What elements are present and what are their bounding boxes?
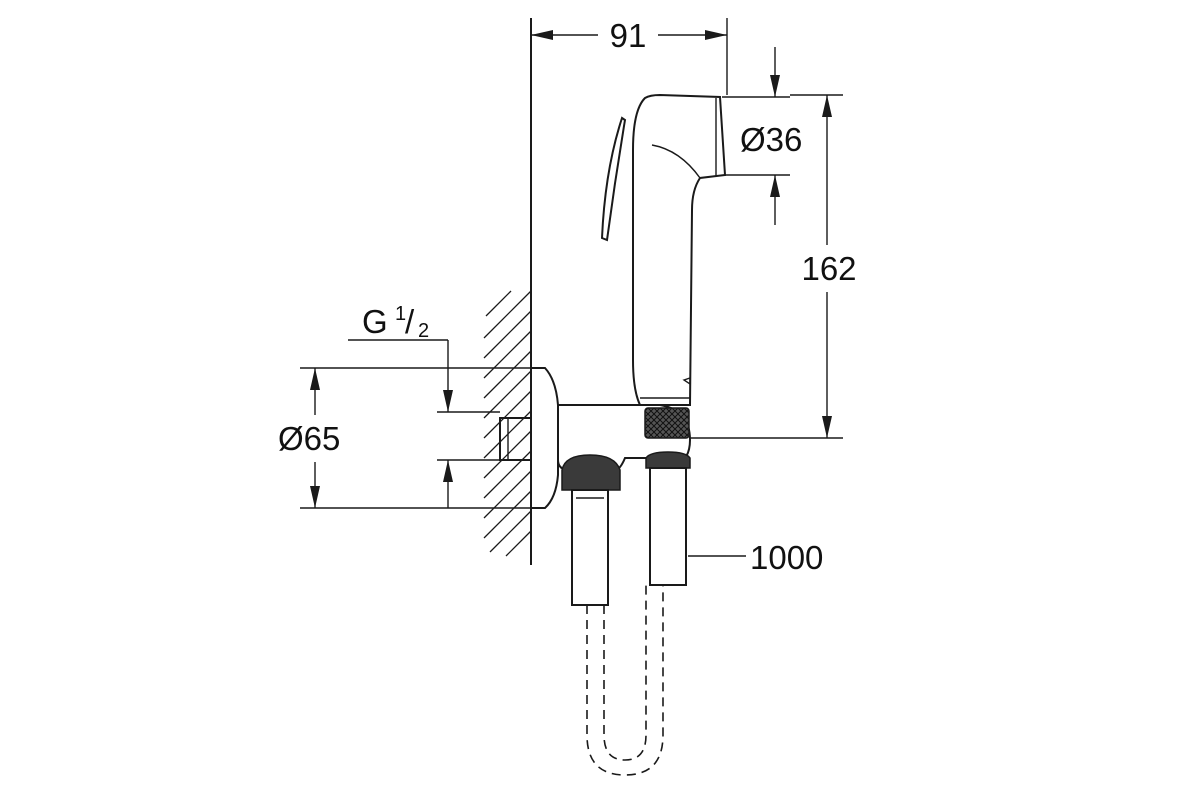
hose-nut-right (645, 451, 691, 469)
thread-label-base: G (362, 303, 388, 340)
dimension-width: 91 (531, 17, 728, 95)
shower-handle (632, 93, 727, 406)
dimension-thread: G 1 / 2 (348, 303, 500, 508)
hose-left (571, 489, 609, 606)
wall (483, 18, 532, 565)
rosette (531, 367, 559, 509)
rosette-diameter-label: Ø65 (278, 420, 340, 457)
hand-shower (600, 93, 727, 406)
thread-label-numerator: 1 (395, 303, 406, 325)
elbow-knurl (644, 407, 690, 439)
dimension-head-diameter: Ø36 (722, 47, 802, 225)
thread-label-denominator: 2 (418, 320, 429, 342)
wall-hatching (483, 290, 532, 557)
hoses (561, 451, 691, 776)
width-label: 91 (610, 17, 647, 54)
dimension-hose-length: 1000 (688, 539, 823, 576)
hose-loop (586, 585, 664, 776)
hose-right (649, 467, 687, 586)
hose-nut-left (561, 454, 621, 491)
shower-trigger (600, 116, 627, 242)
head-diameter-label: Ø36 (740, 121, 802, 158)
dimension-height: 162 (690, 94, 857, 439)
thread-label-slash: / (405, 303, 415, 340)
dimension-rosette-diameter: Ø65 (278, 367, 545, 509)
hose-length-label: 1000 (750, 539, 823, 576)
height-label: 162 (801, 250, 856, 287)
thread-nipple (499, 417, 532, 461)
